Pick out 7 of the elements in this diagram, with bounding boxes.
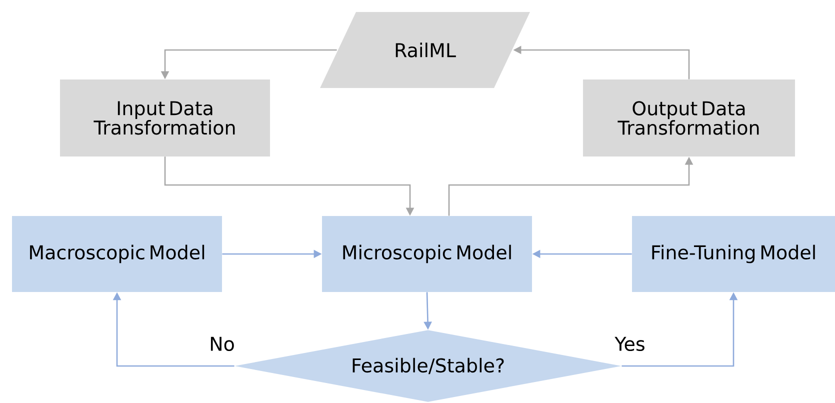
process-box: Fine-Tuning Model [632,216,835,292]
process-box: Microscopic Model [322,216,532,292]
data-parallelogram: RailML [320,12,530,88]
process-box: Input Data Transformation [60,80,270,156]
process-box: Macroscopic Model [12,216,222,292]
process-box: Output Data Transformation [583,80,795,156]
edge-label: No [208,336,236,352]
